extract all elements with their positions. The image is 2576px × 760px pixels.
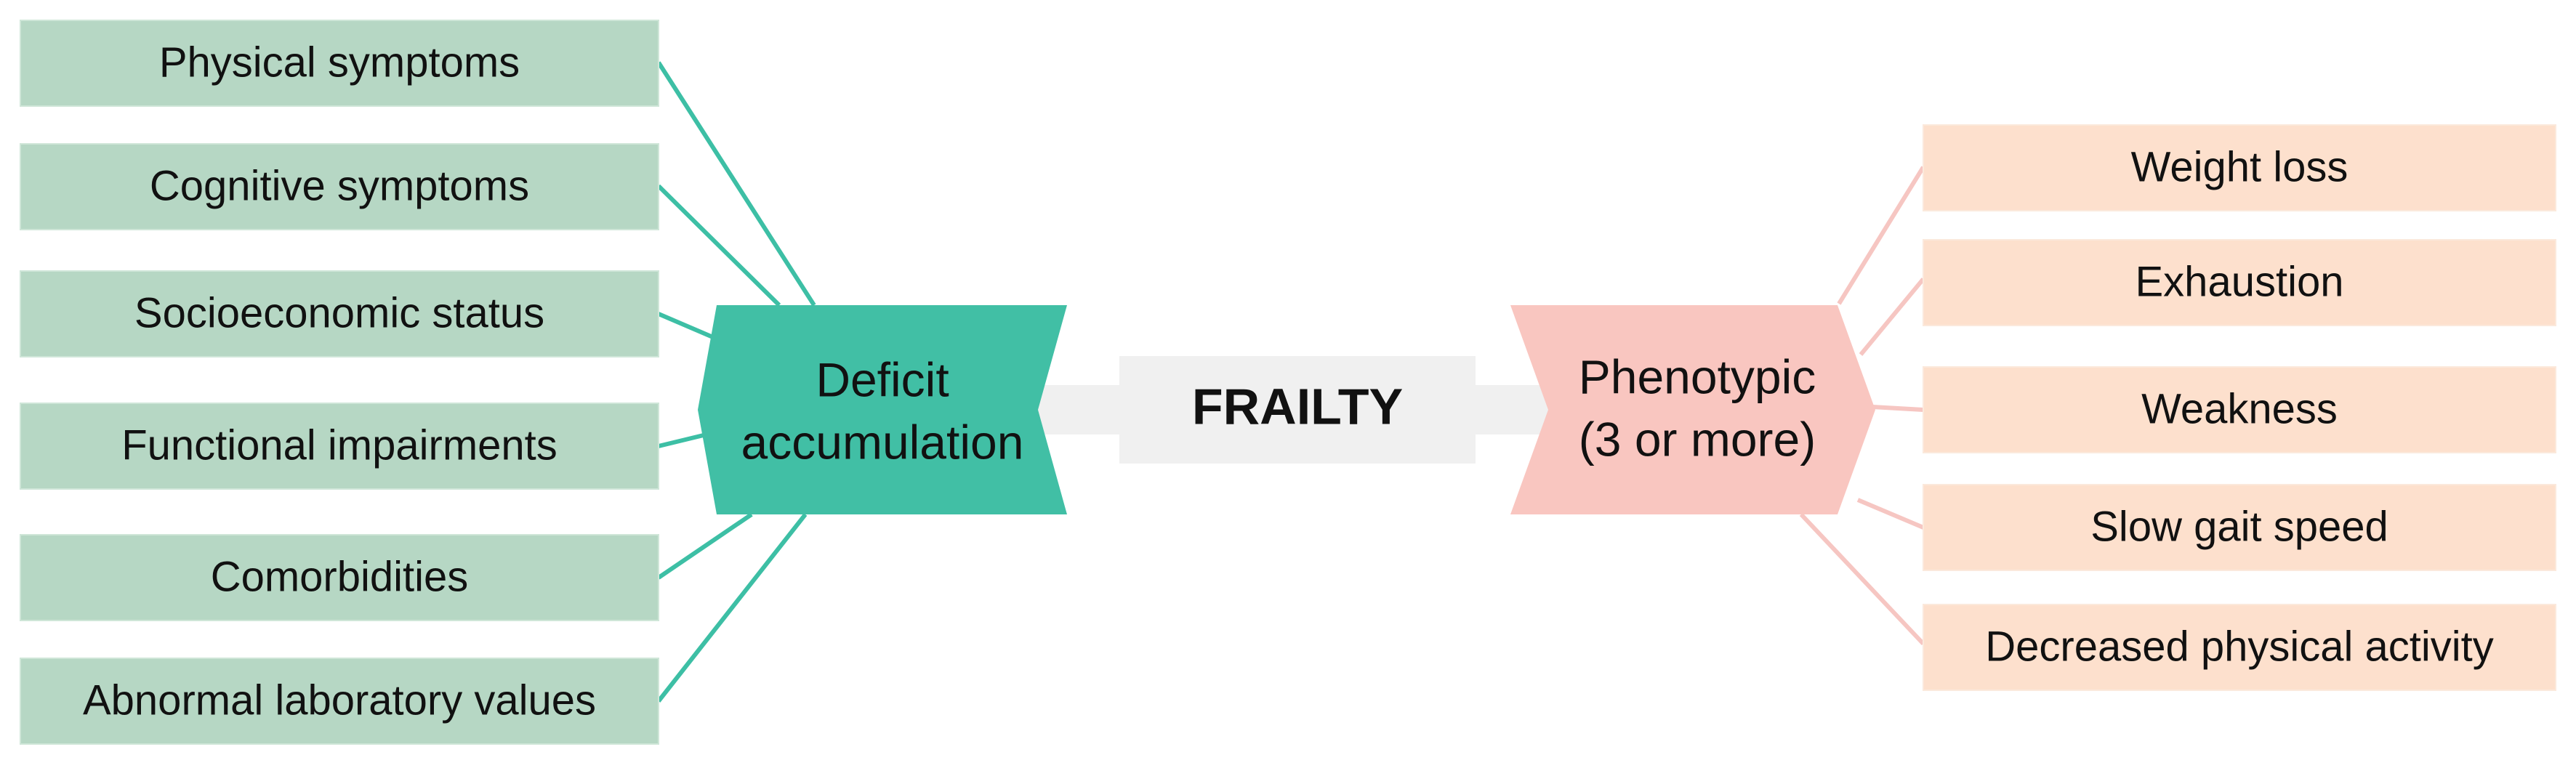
right-connectors (1799, 166, 1925, 646)
right-hub-line2: (3 or more) (1579, 412, 1816, 466)
left-hub-line2: accumulation (741, 415, 1024, 469)
left-item-label: Physical symptoms (159, 39, 520, 86)
left-item-cognitive-symptoms: Cognitive symptoms (20, 143, 659, 230)
connector-exhaustion (1859, 278, 1925, 356)
connector-socioeconomic-status (657, 312, 721, 342)
right-item-weight-loss: Weight loss (1923, 124, 2556, 211)
left-item-box (20, 143, 659, 230)
left-item-abnormal-laboratory-values: Abnormal laboratory values (20, 658, 659, 745)
right-item-label: Weight loss (2131, 143, 2348, 190)
left-item-socioeconomic-status: Socioeconomic status (20, 270, 659, 357)
left-item-label: Abnormal laboratory values (83, 676, 596, 724)
right-item-slow-gait-speed: Slow gait speed (1923, 484, 2556, 571)
connector-decreased-physical-activity (1799, 512, 1925, 646)
left-item-label: Cognitive symptoms (150, 162, 529, 209)
right-item-box (1923, 484, 2556, 571)
left-item-label: Comorbidities (211, 553, 469, 600)
right-item-box (1923, 366, 2556, 453)
connector-physical-symptoms (656, 61, 816, 307)
connector-slow-gait-speed (1856, 498, 1925, 530)
left-hub-shape (698, 305, 1067, 514)
right-hub: Phenotypic (3 or more) (1510, 305, 1875, 514)
right-item-exhaustion: Exhaustion (1923, 239, 2556, 326)
connector-weight-loss (1837, 166, 1925, 305)
right-item-box (1923, 604, 2556, 691)
connector-abnormal-laboratory-values (656, 513, 808, 703)
left-item-physical-symptoms: Physical symptoms (20, 20, 659, 107)
left-item-label: Functional impairments (121, 421, 558, 469)
right-item-box (1923, 124, 2556, 211)
connector-weakness (1872, 405, 1924, 412)
connector-cognitive-symptoms (656, 184, 781, 307)
right-item-label: Slow gait speed (2090, 503, 2388, 550)
left-item-box (20, 270, 659, 357)
right-item-label: Decreased physical activity (1985, 623, 2494, 670)
right-item-decreased-physical-activity: Decreased physical activity (1923, 604, 2556, 691)
center-label: FRAILTY (1192, 378, 1403, 434)
left-item-label: Socioeconomic status (134, 289, 544, 336)
left-item-box (20, 20, 659, 107)
connector-functional-impairments (658, 432, 707, 448)
left-item-comorbidities: Comorbidities (20, 534, 659, 621)
left-item-box (20, 403, 659, 490)
right-hub-shape (1510, 305, 1875, 514)
center-box (1119, 356, 1476, 464)
left-connectors (656, 61, 816, 703)
left-item-functional-impairments: Functional impairments (20, 403, 659, 490)
left-item-box (20, 534, 659, 621)
left-hub-line1: Deficit (816, 352, 949, 406)
right-item-box (1923, 239, 2556, 326)
left-item-box (20, 658, 659, 745)
right-item-weakness: Weakness (1923, 366, 2556, 453)
right-hub-line1: Phenotypic (1579, 349, 1816, 403)
right-item-label: Exhaustion (2136, 258, 2344, 305)
left-hub: Deficit accumulation (698, 305, 1067, 514)
right-item-label: Weakness (2141, 385, 2338, 432)
connector-comorbidities (657, 512, 753, 580)
